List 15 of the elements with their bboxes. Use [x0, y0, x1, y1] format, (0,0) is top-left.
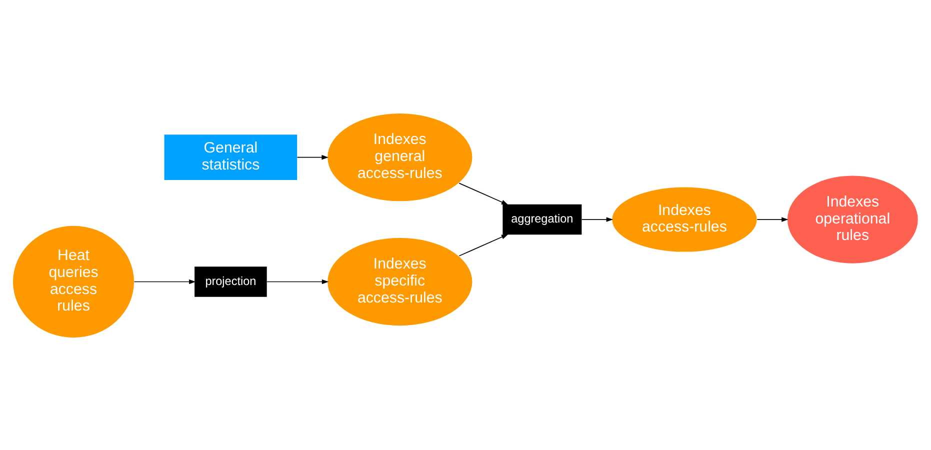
- arrow: [458, 182, 508, 204]
- node-ellipse: Indexes general access-rules: [328, 113, 472, 201]
- arrow: [134, 278, 196, 284]
- arrow: [266, 278, 329, 284]
- node-box: projection: [194, 266, 267, 296]
- arrow: [458, 234, 508, 256]
- node-ellipse: Indexes operational rules: [787, 175, 918, 263]
- node-circle: Heat queries access rules: [12, 225, 134, 338]
- node-ellipse: Indexes specific access-rules: [328, 237, 472, 326]
- node-box: General statistics: [164, 134, 298, 180]
- node-ellipse: Indexes access-rules: [612, 186, 757, 252]
- arrow: [756, 216, 788, 222]
- arrow: [296, 154, 328, 160]
- node-box: aggregation: [502, 204, 582, 234]
- arrow: [581, 216, 614, 222]
